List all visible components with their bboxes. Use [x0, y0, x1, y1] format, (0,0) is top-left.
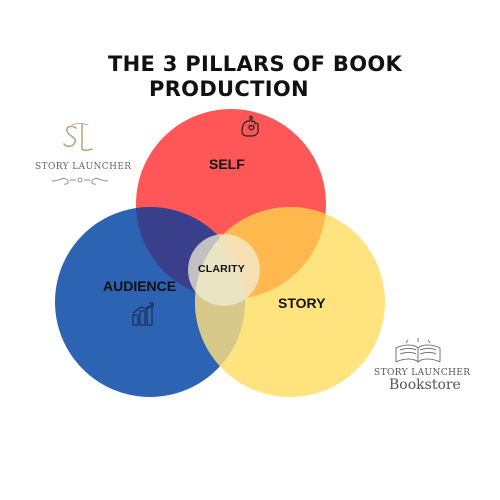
story-launcher-bookstore-logo-text: STORY LAUNCHER	[374, 368, 471, 378]
growth-chart-icon	[132, 302, 154, 326]
clarity-label: CLARITY	[198, 263, 245, 275]
story-launcher-monogram-logo	[63, 123, 93, 152]
page-title-line-1: THE 3 PILLARS OF BOOK	[108, 52, 403, 76]
story-launcher-logo-text: STORY LAUNCHER	[35, 162, 132, 172]
bookstore-logo-subtext: Bookstore	[389, 377, 461, 393]
ornament-flourish-icon	[51, 177, 109, 185]
open-book-icon	[395, 338, 441, 363]
audience-label: AUDIENCE	[103, 278, 177, 294]
hand-heart-icon	[241, 115, 259, 137]
page-title-line-2: PRODUCTION	[149, 77, 309, 101]
clarity-circle	[188, 234, 260, 306]
self-label: SELF	[209, 156, 245, 172]
story-label: STORY	[278, 295, 326, 311]
